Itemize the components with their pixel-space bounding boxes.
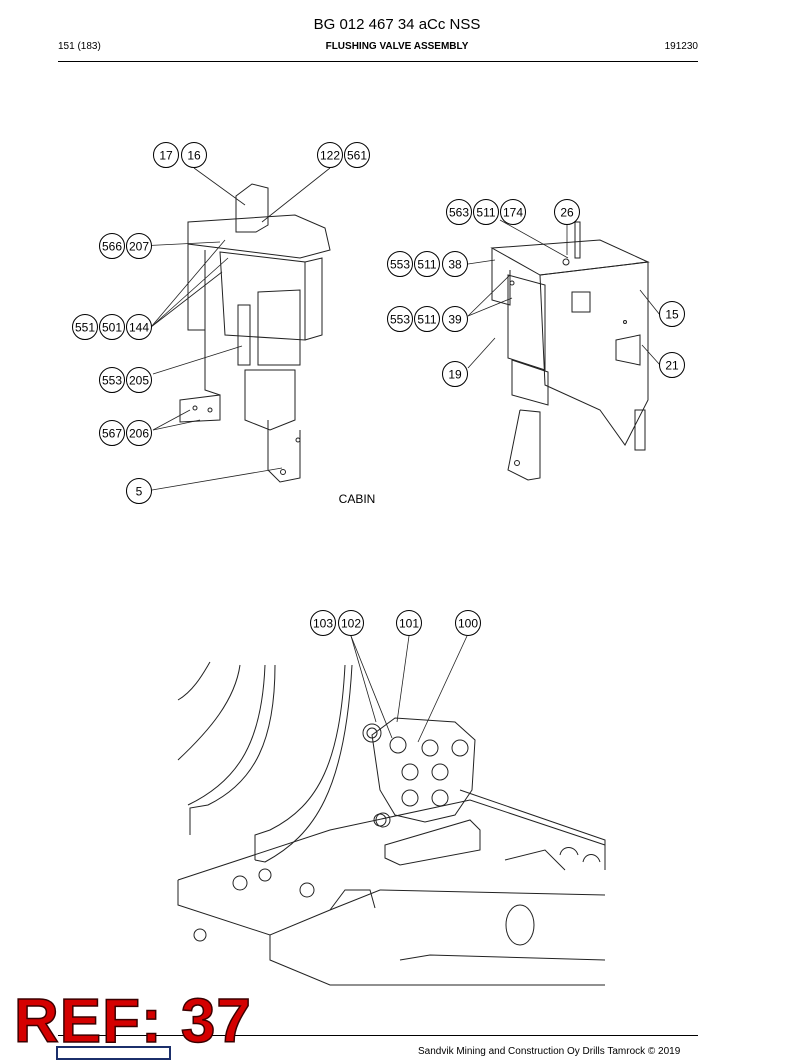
svg-text:551: 551: [75, 321, 95, 335]
callout-566: 566: [99, 233, 125, 259]
callout-561: 561: [344, 142, 370, 168]
svg-text:21: 21: [665, 359, 679, 373]
callout-511: 511: [414, 251, 440, 277]
svg-text:16: 16: [187, 149, 201, 163]
callout-15: 15: [659, 301, 685, 327]
svg-text:205: 205: [129, 374, 149, 388]
svg-text:553: 553: [390, 258, 410, 272]
svg-text:15: 15: [665, 308, 679, 322]
svg-text:17: 17: [159, 149, 173, 163]
footer-rule: [58, 1035, 698, 1036]
header-rule: [58, 61, 698, 62]
svg-text:39: 39: [448, 313, 462, 327]
svg-text:100: 100: [458, 617, 478, 631]
svg-text:553: 553: [390, 313, 410, 327]
svg-text:561: 561: [347, 149, 367, 163]
svg-text:144: 144: [129, 321, 149, 335]
top-left-assembly: [179, 183, 331, 483]
svg-text:553: 553: [102, 374, 122, 388]
callout-553: 553: [387, 251, 413, 277]
callout-102: 102: [338, 610, 364, 636]
svg-text:26: 26: [560, 206, 574, 220]
ref-watermark: REF: 37: [13, 986, 252, 1057]
svg-text:511: 511: [476, 206, 495, 220]
top-leader-lines: [138, 167, 661, 491]
callout-38: 38: [442, 251, 468, 277]
callout-567: 567: [99, 420, 125, 446]
callout-16: 16: [181, 142, 207, 168]
document-code: 191230: [664, 41, 698, 52]
callout-122: 122: [317, 142, 343, 168]
footer-copyright: Sandvik Mining and Construction Oy Drill…: [418, 1046, 681, 1057]
svg-text:563: 563: [449, 206, 469, 220]
svg-text:103: 103: [313, 617, 333, 631]
bottom-leader-lines: [350, 635, 468, 743]
svg-text:38: 38: [448, 258, 462, 272]
callout-501: 501: [99, 314, 125, 340]
callout-205: 205: [126, 367, 152, 393]
callout-103: 103: [310, 610, 336, 636]
callout-511: 511: [414, 306, 440, 332]
svg-text:511: 511: [417, 313, 436, 327]
svg-text:174: 174: [503, 206, 523, 220]
svg-text:566: 566: [102, 240, 122, 254]
callout-144: 144: [126, 314, 152, 340]
svg-text:102: 102: [341, 617, 361, 631]
bottom-assembly: [177, 661, 606, 986]
bottom-callouts: 103 102 101 100: [310, 610, 481, 636]
callout-39: 39: [442, 306, 468, 332]
callout-21: 21: [659, 352, 685, 378]
callout-19: 19: [442, 361, 468, 387]
svg-text:501: 501: [102, 321, 122, 335]
callout-553: 553: [387, 306, 413, 332]
top-right-assembly: [490, 221, 650, 481]
document-title: BG 012 467 34 aCc NSS: [313, 16, 481, 33]
svg-text:206: 206: [129, 427, 149, 441]
callout-100: 100: [455, 610, 481, 636]
callout-553: 553: [99, 367, 125, 393]
callout-551: 551: [72, 314, 98, 340]
callout-563: 563: [446, 199, 472, 225]
svg-text:122: 122: [320, 149, 340, 163]
callout-26: 26: [554, 199, 580, 225]
svg-text:511: 511: [417, 258, 436, 272]
svg-text:101: 101: [399, 617, 419, 631]
callout-174: 174: [500, 199, 526, 225]
callout-207: 207: [126, 233, 152, 259]
callout-17: 17: [153, 142, 179, 168]
callout-206: 206: [126, 420, 152, 446]
top-callouts: 17 16 122 561 566 207 551 501 144 553 20…: [72, 142, 685, 504]
page-counter: 151 (183): [58, 41, 101, 52]
svg-text:567: 567: [102, 427, 122, 441]
svg-text:207: 207: [129, 240, 149, 254]
section-title: FLUSHING VALVE ASSEMBLY: [325, 41, 469, 52]
callout-511: 511: [473, 199, 499, 225]
svg-text:5: 5: [136, 485, 143, 499]
cabin-caption: CABIN: [339, 492, 376, 506]
svg-text:19: 19: [448, 368, 462, 382]
callout-101: 101: [396, 610, 422, 636]
callout-5: 5: [126, 478, 152, 504]
